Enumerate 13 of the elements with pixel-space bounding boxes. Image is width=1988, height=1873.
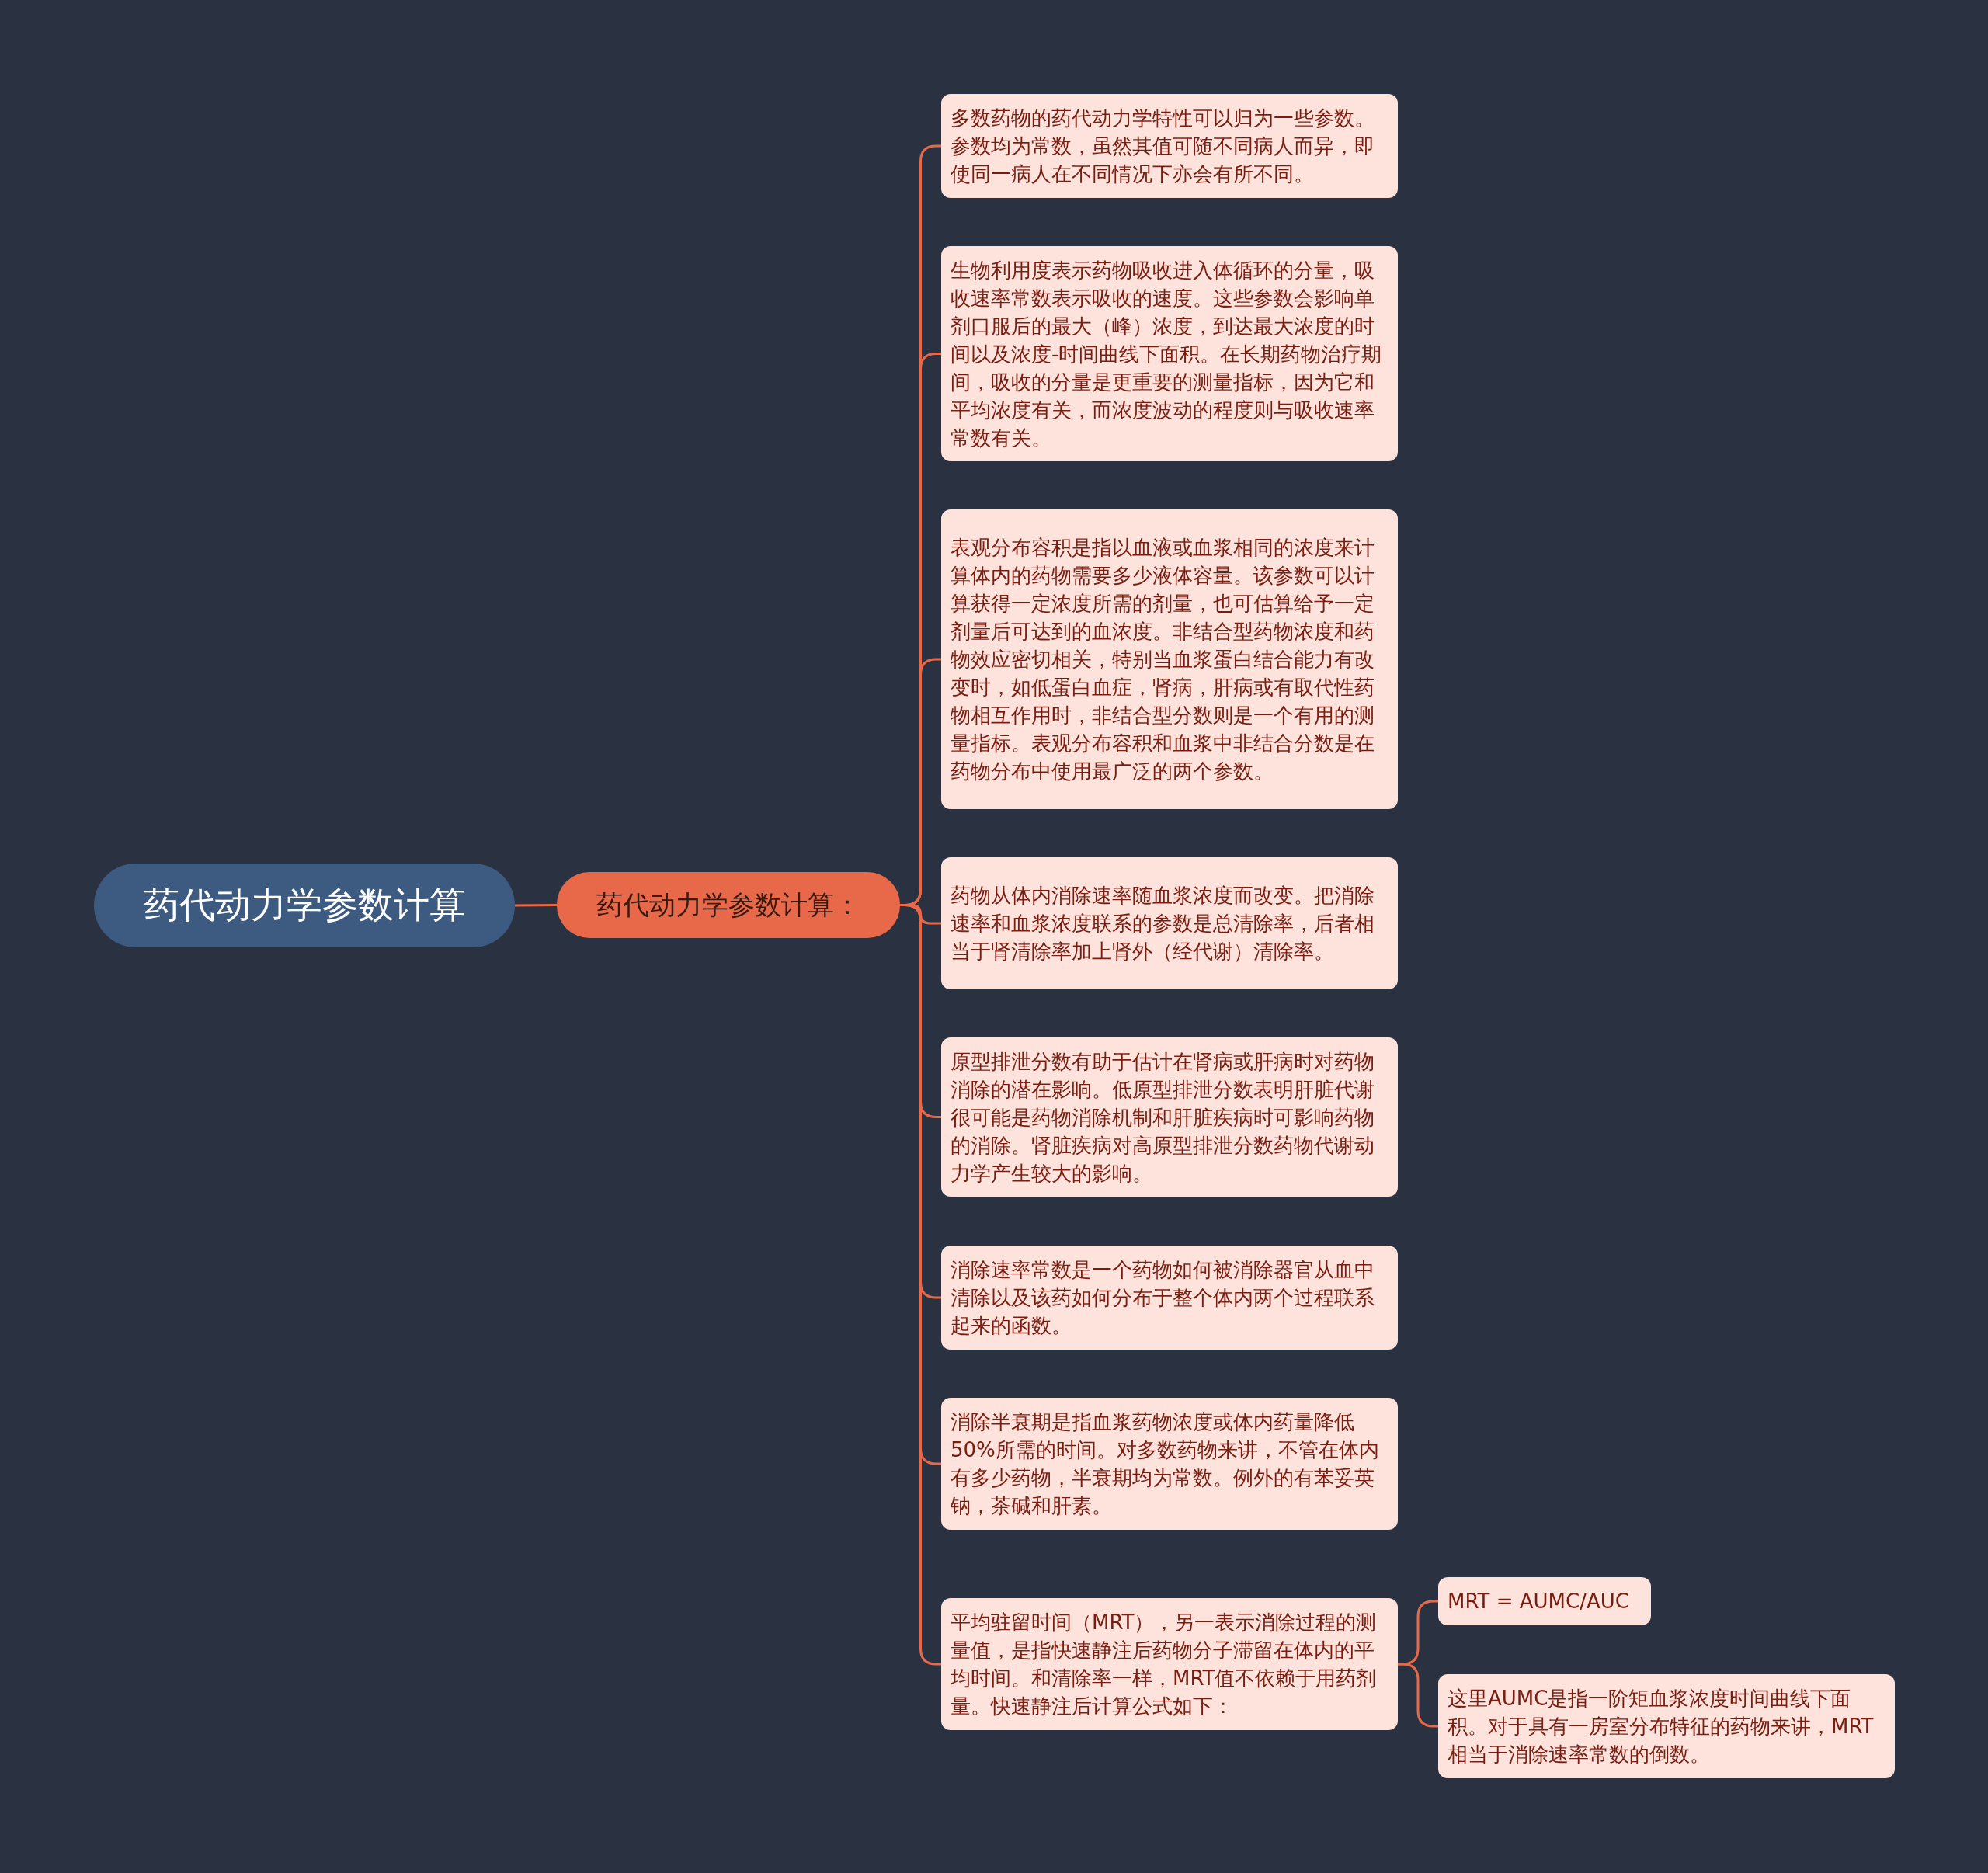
connector-line [515, 904, 557, 907]
subtopic-card: 表观分布容积是指以血液或血浆相同的浓度来计算体内的药物需要多少液体容量。该参数可以计算获得一定浓度所需的剂量，也可估算给予一定剂量后可达到的血浓度。非结合型药物浓度和药物效应密切相关，特别当血浆蛋白结合能力有改变时，如低蛋白血症，肾病，肝病或有取代性药物相互作用时，非结合型分数则是一个有用的测量指标。表观分布容积和血浆中非结合分数是在药物分布中使用最广泛的两个参数。 [941, 509, 1398, 809]
subtopic-card: 消除半衰期是指血浆药物浓度或体内药量降低50%所需的时间。对多数药物来讲，不管在体内有多少药物，半衰期均为常数。例外的有苯妥英钠，茶碱和肝素。 [941, 1398, 1398, 1530]
subtopic-card: 药物从体内消除速率随血浆浓度而改变。把消除速率和血浆浓度联系的参数是总清除率，后者相当于肾清除率加上肾外（经代谢）清除率。 [941, 857, 1398, 989]
central-topic: 药代动力学参数计算 [94, 864, 515, 947]
subtopic-card: 生物利用度表示药物吸收进入体循环的分量，吸收速率常数表示吸收的速度。这些参数会影响单剂口服后的最大（峰）浓度，到达最大浓度的时间以及浓度-时间曲线下面积。在长期药物治疗期间，吸收的分量是更重要的测量指标，因为它和平均浓度有关，而浓度波动的程度则与吸收速率常数有关。 [941, 246, 1398, 461]
subtopic-card: 多数药物的药代动力学特性可以归为一些参数。参数均为常数，虽然其值可随不同病人而异，即使同一病人在不同情况下亦会有所不同。 [941, 94, 1398, 198]
subtopic-card: 消除速率常数是一个药物如何被消除器官从血中清除以及该药如何分布于整个体内两个过程联系起来的函数。 [941, 1246, 1398, 1350]
main-topic: 药代动力学参数计算： [557, 872, 900, 938]
subtopic-card: 平均驻留时间（MRT），另一表示消除过程的测量值，是指快速静注后药物分子滞留在体内的平均时间。和清除率一样，MRT值不依赖于用药剂量。快速静注后计算公式如下： [941, 1598, 1398, 1730]
subtopic-card: 这里AUMC是指一阶矩血浆浓度时间曲线下面积。对于具有一房室分布特征的药物来讲，MRT相当于消除速率常数的倒数。 [1438, 1674, 1895, 1778]
subtopic-card: MRT = AUMC/AUC [1438, 1577, 1651, 1625]
subtopic-card: 原型排泄分数有助于估计在肾病或肝病时对药物消除的潜在影响。低原型排泄分数表明肝脏代谢很可能是药物消除机制和肝脏疾病时可影响药物的消除。肾脏疾病对高原型排泄分数药物代谢动力学产生较大的影响。 [941, 1037, 1398, 1197]
